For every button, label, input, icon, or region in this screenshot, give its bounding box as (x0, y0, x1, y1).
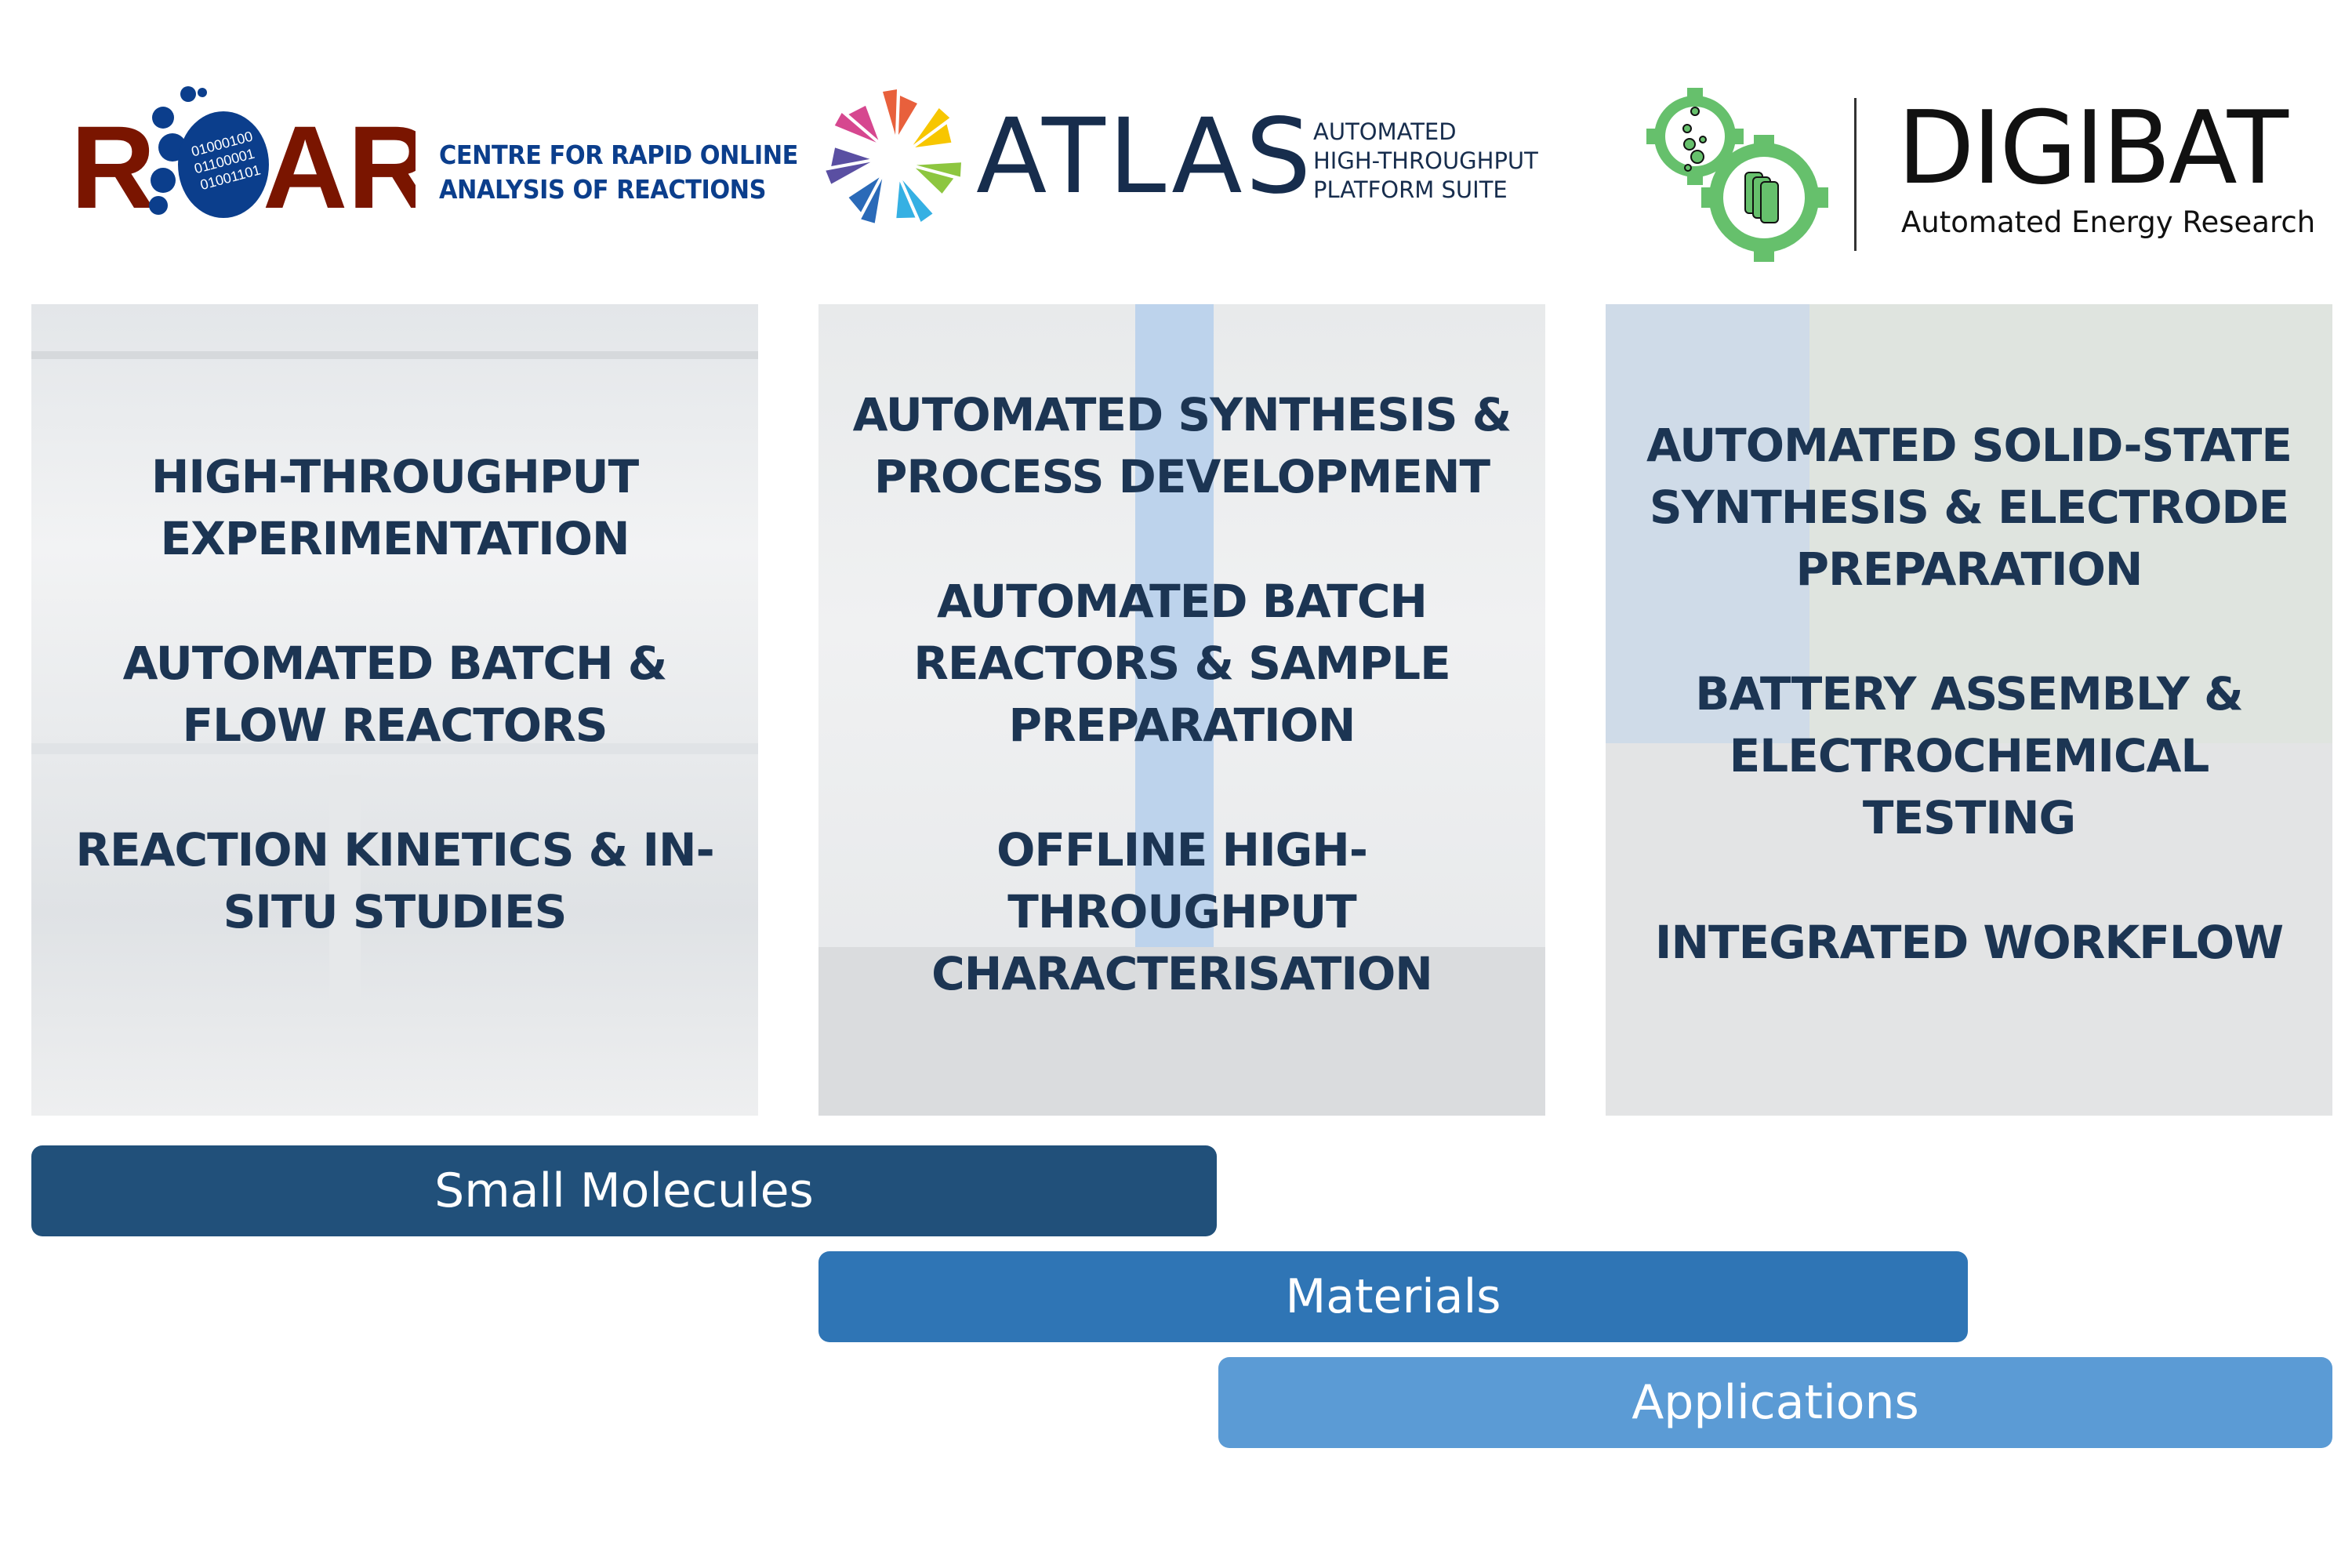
atlas-starburst-arrow (834, 105, 879, 143)
digibat-gears-icon (1646, 88, 1831, 264)
bar-label: Materials (1285, 1269, 1501, 1324)
panel-item: OFFLINE HIGH-THROUGHPUT CHARACTERISATION (931, 822, 1433, 1000)
bar-label: Applications (1632, 1375, 1919, 1430)
panel-small-molecules: HIGH-THROUGHPUT EXPERIMENTATION AUTOMATE… (31, 304, 758, 1116)
atlas-starburst-arrow (913, 108, 952, 147)
digibat-title: DIGIBAT (1897, 90, 2288, 207)
roar-subtitle-line: CENTRE FOR RAPID ONLINE (439, 140, 798, 170)
atlas-subtitle-line: AUTOMATED (1313, 118, 1457, 145)
panel-applications: AUTOMATED SOLID-STATE SYNTHESIS & ELECTR… (1606, 304, 2332, 1116)
panel-item: HIGH-THROUGHPUT EXPERIMENTATION (151, 449, 639, 565)
digibat-divider (1854, 98, 1857, 251)
atlas-subtitle-line: PLATFORM SUITE (1313, 176, 1508, 203)
bar-materials: Materials (818, 1251, 1968, 1342)
atlas-starburst-icon (823, 88, 964, 229)
panel-item: AUTOMATED BATCH REACTORS & SAMPLE PREPAR… (913, 574, 1450, 752)
panel-item: INTEGRATED WORKFLOW (1654, 916, 2284, 969)
panel-item: REACTION KINETICS & IN-SITU STUDIES (75, 822, 714, 938)
panel-item: BATTERY ASSEMBLY & ELECTROCHEMICAL TESTI… (1695, 667, 2243, 844)
atlas-subtitle-line: HIGH-THROUGHPUT (1313, 147, 1538, 174)
panel-item: AUTOMATED SOLID-STATE SYNTHESIS & ELECTR… (1646, 419, 2292, 596)
roar-subtitle-line: ANALYSIS OF REACTIONS (439, 174, 767, 205)
roar-subtitle: CENTRE FOR RAPID ONLINE ANALYSIS OF REAC… (439, 138, 798, 207)
svg-text:AR: AR (263, 101, 416, 220)
atlas-starburst-arrow (826, 147, 871, 184)
atlas-title: ATLAS (976, 96, 1315, 217)
atlas-starburst-arrow (848, 177, 883, 223)
lab-photo-background (1606, 304, 2332, 1116)
atlas-starburst-arrow (896, 180, 933, 223)
panel-materials: AUTOMATED SYNTHESIS & PROCESS DEVELOPMEN… (818, 304, 1545, 1116)
bar-small-molecules: Small Molecules (31, 1145, 1217, 1236)
atlas-starburst-arrow (883, 89, 917, 135)
lab-photo-background (31, 304, 758, 1116)
panel-item: AUTOMATED BATCH & FLOW REACTORS (122, 636, 668, 752)
roar-logo: R 01000100 01100001 01001101 AR (71, 86, 433, 233)
lab-photo-background (818, 304, 1545, 1116)
digibat-subtitle: Automated Energy Research (1901, 205, 2316, 239)
atlas-starburst-arrow (915, 162, 961, 194)
bar-label: Small Molecules (434, 1163, 814, 1218)
atlas-subtitle: AUTOMATED HIGH-THROUGHPUT PLATFORM SUITE (1313, 118, 1538, 205)
svg-text:R: R (71, 101, 155, 220)
panel-item: AUTOMATED SYNTHESIS & PROCESS DEVELOPMEN… (852, 387, 1512, 503)
bar-applications: Applications (1218, 1357, 2332, 1448)
